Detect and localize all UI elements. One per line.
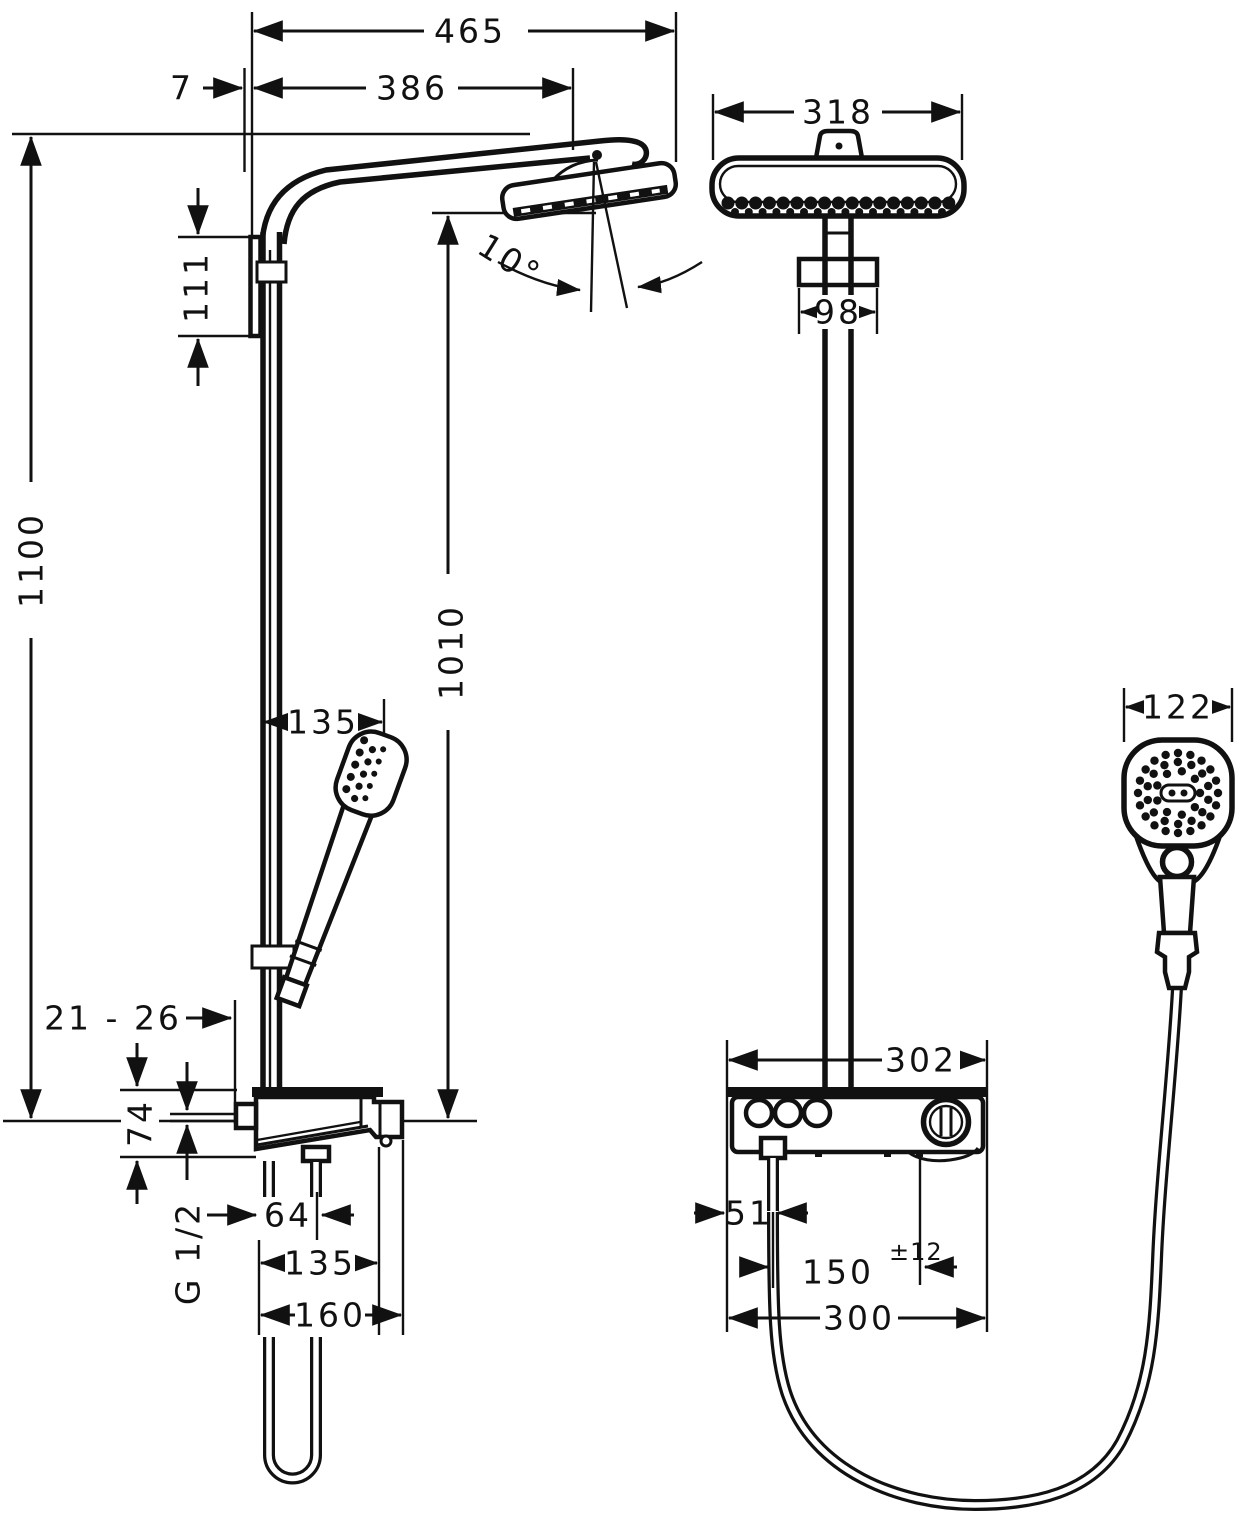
dim-body-width-label: 300 <box>823 1299 895 1338</box>
dim-arm-projection: 386 <box>252 69 573 108</box>
shelf-edge-front <box>727 1087 988 1097</box>
dim-shelf-width-label: 302 <box>885 1041 957 1080</box>
select-button-1 <box>743 1097 775 1129</box>
dim-shelf-width: 302 <box>727 1041 987 1080</box>
dim-outlet-offset: 51 <box>694 1194 808 1233</box>
pipe-bracket <box>796 256 880 288</box>
shelf-edge-side <box>252 1087 383 1097</box>
dim-total-height-label: 1100 <box>12 512 51 608</box>
dim-hand-shower-offset-label: 135 <box>287 703 359 742</box>
dim-hand-shower-width-label: 122 <box>1142 688 1214 727</box>
dim-connection-thread-label: G 1/2 <box>169 1201 208 1305</box>
dim-supply-spacing: 150 ±12 <box>739 1157 957 1292</box>
dim-hose-outlet-offset: 64 <box>207 1192 354 1240</box>
dim-valve-total-width-label: 160 <box>294 1296 366 1335</box>
overhead-spray-nozzles <box>721 196 956 216</box>
dim-overhead-width: 318 <box>711 93 964 160</box>
side-view: 465 7 386 111 1100 <box>3 12 703 1485</box>
arm-pivot-dot <box>592 150 602 160</box>
select-button-2 <box>772 1097 804 1129</box>
bar-collar <box>255 260 288 284</box>
dim-arm-projection-label: 386 <box>376 69 448 108</box>
hose-nut <box>1154 930 1200 991</box>
dim-wall-bracket-height: 111 <box>177 188 260 386</box>
hand-shower-holder <box>250 944 296 970</box>
overhead-shower-head-side <box>499 160 679 222</box>
front-view: 318 98 122 <box>694 93 1235 1512</box>
dim-connection-thread: G 1/2 <box>169 1201 208 1305</box>
dim-outlet-offset-label: 51 <box>725 1194 773 1233</box>
hand-shower-hose-side <box>263 1161 322 1485</box>
dim-valve-total-width: 160 <box>259 1140 405 1335</box>
dim-total-width-label: 465 <box>434 12 506 51</box>
hose-outlet-stub-side <box>300 1144 332 1164</box>
hose-outlet-stub-front <box>758 1135 788 1161</box>
hand-shower-front <box>1121 737 1235 991</box>
hand-shower-select-button <box>1159 844 1195 880</box>
select-button-3 <box>801 1097 833 1129</box>
dim-supply-tolerance-label: ±12 <box>889 1238 943 1266</box>
dim-valve-body-height-label: 74 <box>121 1099 160 1147</box>
dim-total-width: 465 <box>252 12 676 51</box>
hand-shower-side <box>250 729 409 1009</box>
dim-supply-spacing-label: 150 <box>802 1253 874 1292</box>
hand-shower-face-nozzles <box>1133 748 1223 838</box>
thermostat-valve-side <box>233 1087 405 1164</box>
dim-overhead-height: 1010 <box>430 211 596 1120</box>
thermostat-valve-front <box>727 1087 988 1288</box>
dim-body-width: 300 <box>727 1299 987 1338</box>
hand-shower-handle <box>1157 874 1197 936</box>
dim-bracket-width: 98 <box>797 288 879 334</box>
dim-valve-width-label: 135 <box>284 1244 356 1283</box>
dim-hand-shower-width: 122 <box>1122 688 1234 742</box>
dim-hose-outlet-offset-label: 64 <box>264 1196 312 1235</box>
knob-lip <box>907 1147 980 1163</box>
dim-wall-clearance-label: 21 - 26 <box>44 999 182 1038</box>
wall-supply-port <box>233 1101 259 1131</box>
dim-overhead-width-label: 318 <box>802 93 874 132</box>
dim-overhead-height-label: 1010 <box>432 604 471 700</box>
dim-valve-width: 135 <box>257 1147 381 1335</box>
dim-total-height: 1100 <box>10 135 52 1120</box>
hand-shower-face-nozzles-side <box>342 736 387 803</box>
dim-wall-offset: 7 <box>170 69 244 108</box>
dim-hand-shower-offset: 135 <box>262 699 386 747</box>
wall-plate <box>248 234 263 339</box>
dim-wall-offset-label: 7 <box>170 69 194 108</box>
overhead-shower-head-front <box>709 128 967 219</box>
dim-wall-bracket-height-label: 111 <box>177 251 216 323</box>
dim-valve-body-height: 74 <box>120 1043 256 1204</box>
hand-shower-hose-front <box>767 987 1183 1512</box>
dim-bracket-width-label: 98 <box>814 293 862 332</box>
dim-head-tilt-angle-label: 10° <box>471 226 549 295</box>
